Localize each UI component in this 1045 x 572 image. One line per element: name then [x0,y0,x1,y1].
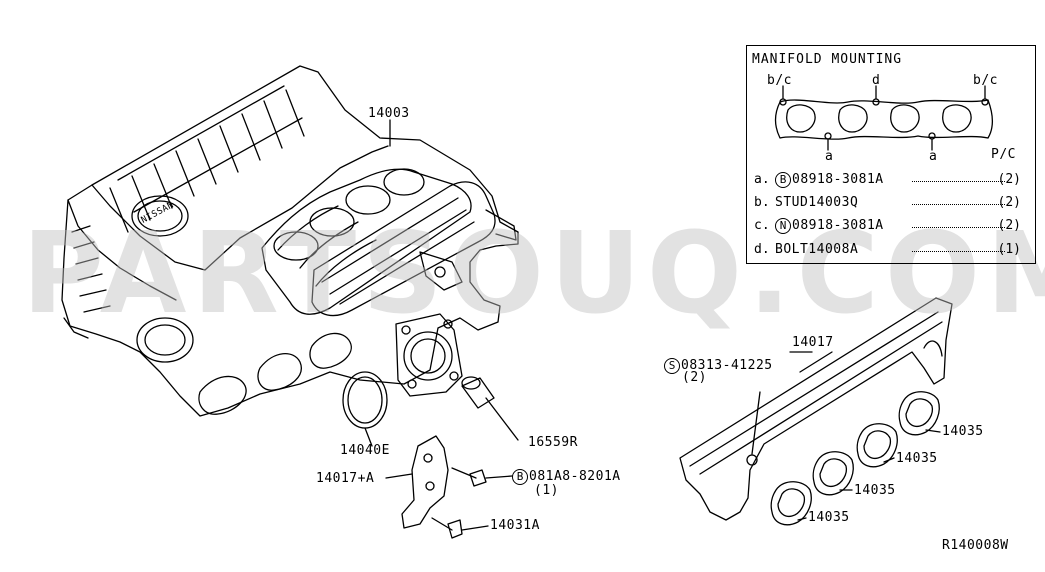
leader-dots [912,181,1005,182]
mounting-flange-drawing [774,85,994,151]
part-qty-08313: (2) [682,370,707,385]
part-label-14035-4[interactable]: 14035 [808,510,850,525]
nut-symbol-n: N [775,218,791,234]
throttle-flange-drawing [395,313,463,397]
leader-dots [912,251,1005,252]
callout-bc-right: b/c [973,73,998,88]
diagram-code: R140008W [942,538,1009,553]
legend-column-header: P/C [991,147,1016,162]
gaskets-14035-drawing [770,391,941,526]
part-label-14031a[interactable]: 14031A [490,518,540,533]
legend-title: MANIFOLD MOUNTING [752,52,903,67]
part-label-14035-2[interactable]: 14035 [896,451,938,466]
part-label-14003[interactable]: 14003 [368,106,410,121]
part-label-14017a[interactable]: 14017+A [316,471,375,486]
part-number-081a8: 081A8-8201A [529,469,621,484]
intake-manifold-drawing [61,65,519,417]
legend-row-qty: (2) [997,195,1021,210]
gasket-14040e-drawing [342,371,388,447]
part-qty-081a8: (1) [534,483,559,498]
legend-part-number: 08918-3081A [792,172,884,187]
bolt-symbol-b: B [775,172,791,188]
cover-14017-drawing [679,297,953,521]
callout-a-right: a [929,149,938,164]
callout-bc-left: b/c [767,73,792,88]
legend-row-letter: b. [754,195,770,210]
part-number-08313: 08313-41225 [681,358,773,373]
legend-row-qty: (2) [997,218,1021,233]
legend-row-letter: a. [754,172,770,187]
legend-part-number: 08918-3081A [792,218,884,233]
part-label-14035-1[interactable]: 14035 [942,424,984,439]
legend-part-number: STUD14003Q [775,195,859,210]
part-label-16559r[interactable]: 16559R [528,435,578,450]
plug-16559r-drawing [461,376,519,441]
leader-dots [912,227,1005,228]
leader-lines [389,119,813,353]
part-label-14040e[interactable]: 14040E [340,443,390,458]
manifold-mounting-legend: MANIFOLD MOUNTING b/c d b/c a a P/C a. B… [746,45,1036,264]
legend-part-number: BOLT14008A [775,242,859,257]
legend-row-qty: (2) [997,172,1021,187]
bolt-symbol-b: B [512,469,528,485]
legend-row-letter: d. [754,242,770,257]
part-label-14017[interactable]: 14017 [792,335,834,350]
legend-row[interactable]: b. STUD14003Q (2) [747,195,1035,211]
part-label-14035-3[interactable]: 14035 [854,483,896,498]
leader-dots [912,204,1005,205]
screw-symbol-s: S [664,358,680,374]
callout-a-left: a [825,149,834,164]
bracket-14017a-drawing [385,435,513,539]
legend-row[interactable]: d. BOLT14008A (1) [747,242,1035,258]
legend-row-letter: c. [754,218,770,233]
callout-d: d [872,73,881,88]
legend-row-qty: (1) [997,242,1021,257]
